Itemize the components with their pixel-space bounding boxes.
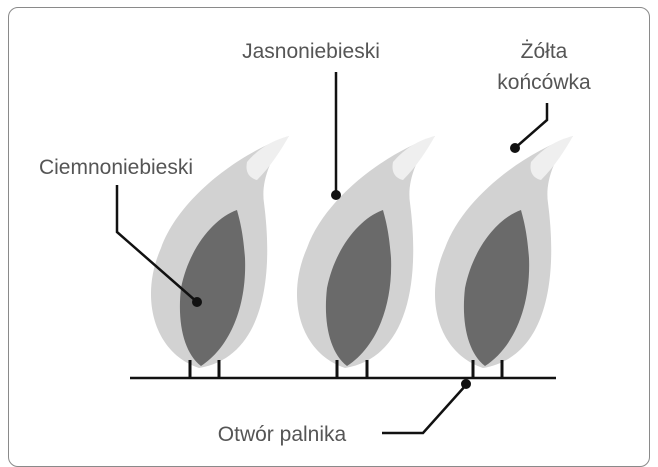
flame-right <box>434 136 573 368</box>
marker-yellow-tip <box>510 143 520 153</box>
leader-burner-port <box>382 384 467 435</box>
label-yellow-tip-line2: końcówka <box>497 71 591 94</box>
burner-posts <box>188 360 504 378</box>
label-light-blue: Jasnoniebieski <box>242 40 380 63</box>
label-dark-blue: Ciemnoniebieski <box>39 156 193 179</box>
leader-yellow-tip <box>514 103 549 149</box>
flame-diagram: Ciemnoniebieski Jasnoniebieski Żółta koń… <box>39 40 591 446</box>
leader-dark-blue <box>115 185 198 303</box>
marker-dark-blue <box>192 297 202 307</box>
marker-light-blue <box>331 190 341 200</box>
marker-burner-port <box>461 379 471 389</box>
label-burner-port: Otwór palnika <box>218 423 347 446</box>
label-yellow-tip-line1: Żółta <box>521 40 568 63</box>
flame-middle <box>296 136 435 368</box>
